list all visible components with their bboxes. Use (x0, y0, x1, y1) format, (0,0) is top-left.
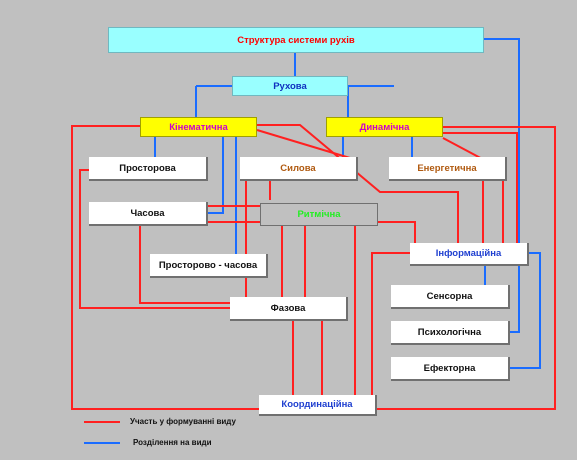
red-line (443, 132, 518, 245)
blue-line (207, 136, 224, 214)
node-fazova: Фазова (230, 297, 348, 321)
red-line (139, 224, 232, 304)
node-psykholohichna-label: Психологічна (417, 326, 482, 338)
red-line (377, 126, 556, 410)
node-dynamichna: Динамічна (326, 117, 443, 137)
node-efektorna-label: Ефекторна (423, 362, 476, 374)
blue-line (510, 252, 541, 369)
red-line (371, 252, 410, 396)
node-sensorna: Сенсорна (391, 285, 510, 309)
node-title: Структура системи рухів (108, 27, 484, 53)
node-informatsiina-label: Інформаційна (435, 248, 502, 259)
red-line (256, 129, 351, 159)
node-sylova-label: Силова (280, 162, 316, 174)
node-prostorovo-chasova: Просторово - часова (150, 254, 268, 278)
legend-red-label: Участь у формуванні виду (130, 417, 236, 426)
node-kinematychna: Кінематична (140, 117, 257, 137)
node-prostorova: Просторова (89, 157, 208, 181)
node-fazova-label: Фазова (270, 302, 306, 314)
red-line (79, 169, 232, 309)
node-koordynatsiina-label: Координаційна (281, 399, 353, 410)
node-chasova-label: Часова (130, 207, 165, 219)
node-kinematychna-label: Кінематична (169, 121, 228, 133)
red-line (71, 125, 259, 410)
node-psykholohichna: Психологічна (391, 321, 510, 345)
node-enerhetychna-label: Енергетична (417, 162, 477, 174)
red-line (257, 124, 459, 245)
node-prostorovo-chasova-label: Просторово - часова (158, 259, 258, 271)
node-rytmichna-label: Ритмічна (297, 209, 341, 220)
legend-blue-label: Розділення на види (133, 438, 212, 447)
node-sylova: Силова (240, 157, 358, 181)
blue-line (195, 85, 394, 118)
node-efektorna: Ефекторна (391, 357, 510, 381)
node-koordynatsiina: Координаційна (259, 395, 377, 416)
node-rytmichna: Ритмічна (260, 203, 378, 226)
node-enerhetychna: Енергетична (389, 157, 507, 181)
node-rukhova: Рухова (232, 76, 348, 96)
node-title-label: Структура системи рухів (237, 34, 355, 46)
blue-line (484, 38, 520, 333)
node-prostorova-label: Просторова (119, 162, 176, 174)
node-chasova: Часова (89, 202, 208, 226)
node-dynamichna-label: Динамічна (359, 121, 410, 133)
node-rukhova-label: Рухова (273, 80, 307, 92)
node-informatsiina: Інформаційна (410, 243, 529, 266)
node-sensorna-label: Сенсорна (426, 290, 473, 302)
